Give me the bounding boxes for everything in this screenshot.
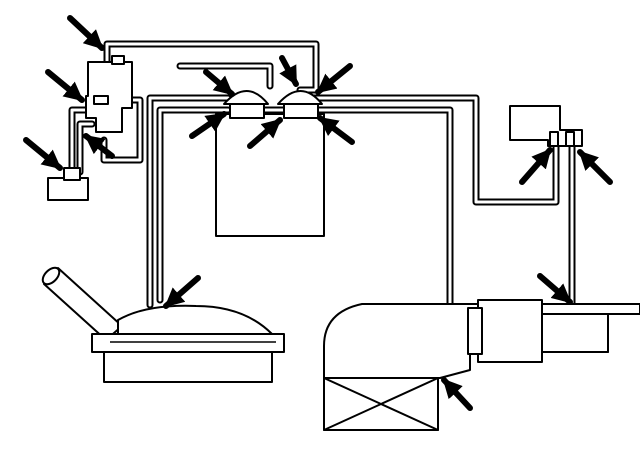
air-cleaner xyxy=(41,266,285,383)
vacuum-sensor xyxy=(509,105,583,147)
throttle-body xyxy=(467,299,640,363)
arrow-switching-valve-side xyxy=(45,69,85,103)
pointer-arrows xyxy=(23,15,613,411)
arrow-egr-right-side xyxy=(315,63,353,95)
arrow-egr-right-bottom-right xyxy=(317,115,355,145)
vacuum-switching-valve xyxy=(85,55,133,133)
hose-left-egr-down xyxy=(156,106,232,304)
arrow-throttle-port xyxy=(441,377,473,411)
egr-valve-right xyxy=(277,90,323,119)
egr-valve-left xyxy=(223,90,269,119)
arrow-sensor-right xyxy=(577,149,613,185)
arrow-switching-valve-port xyxy=(83,133,115,159)
arrow-duct-port xyxy=(537,273,573,305)
arrow-sensor-left xyxy=(519,147,553,185)
arrow-egr-right-bottom-left xyxy=(247,117,283,149)
hose-top-loop xyxy=(103,40,320,94)
arrow-egr-right-top xyxy=(279,55,299,87)
hose-to-canister-2 xyxy=(76,120,96,176)
arrow-switching-valve-top xyxy=(67,15,105,51)
arrow-egr-left-bottom xyxy=(189,111,227,139)
hose-main-run xyxy=(146,94,232,309)
canister xyxy=(47,167,89,201)
hose-left-egr-top xyxy=(176,62,274,90)
arrow-air-cleaner xyxy=(163,275,201,309)
arrow-egr-left-top xyxy=(203,69,235,97)
hose-egr-to-sensor xyxy=(308,94,560,206)
arrow-canister xyxy=(23,137,63,171)
